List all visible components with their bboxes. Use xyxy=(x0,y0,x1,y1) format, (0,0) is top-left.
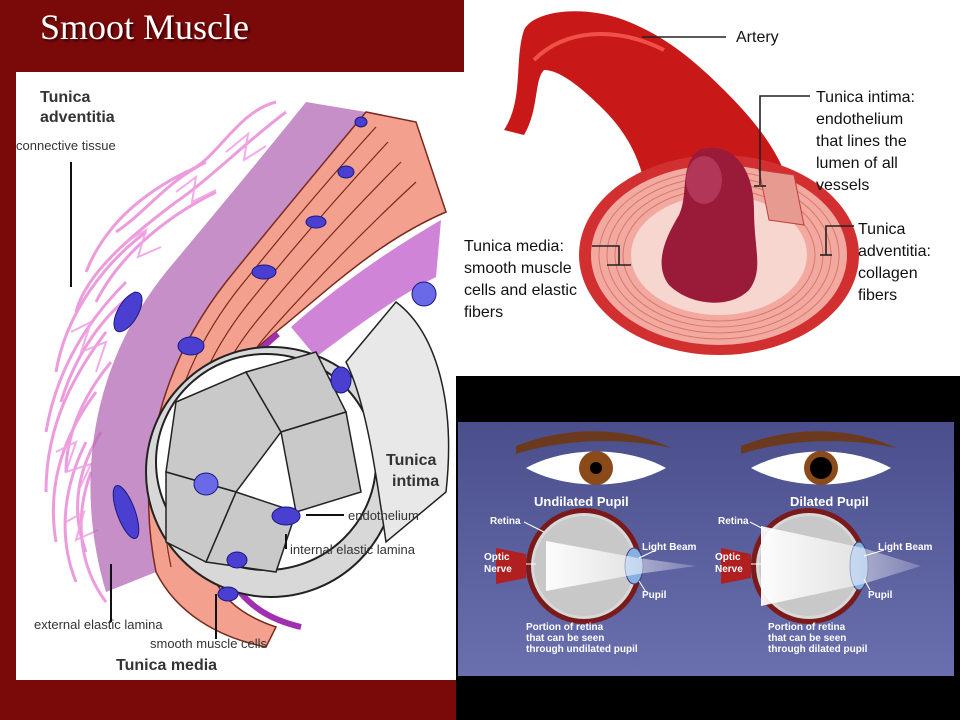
undilated-eye-section xyxy=(496,508,696,624)
label-pupil-left: Pupil xyxy=(642,590,667,601)
label-artery-intima-5: vessels xyxy=(816,177,869,194)
slide-title: Smoot Muscle xyxy=(40,7,250,47)
label-optic-nerve-left-2: Nerve xyxy=(484,564,512,575)
label-smooth-muscle-cells: smooth muscle cells xyxy=(150,636,268,651)
artery-lumen xyxy=(661,148,758,303)
label-tunica-adventitia-1: Tunica xyxy=(40,89,90,106)
label-artery-media-3: cells and elastic xyxy=(464,282,577,299)
artery-illustration: Artery Tunica intima: endothelium that l… xyxy=(464,11,931,355)
label-portion-dilated-1: Portion of retina xyxy=(768,622,846,633)
eye-pupil-diagram: Undilated Pupil Dilated Pupil Retina Ret… xyxy=(456,376,960,720)
label-tunica-intima-1: Tunica xyxy=(386,452,436,469)
label-portion-undilated-1: Portion of retina xyxy=(526,622,604,633)
label-artery-adventitia-3: collagen xyxy=(858,265,918,282)
label-tunica-media: Tunica media xyxy=(116,657,217,674)
label-connective-tissue: connective tissue xyxy=(16,138,116,153)
label-artery-media-4: fibers xyxy=(464,304,503,321)
label-artery-adventitia-4: fibers xyxy=(858,287,897,304)
label-artery-adventitia-1: Tunica xyxy=(858,221,906,238)
dilated-eye-exterior xyxy=(741,431,896,485)
label-external-elastic-lamina: external elastic lamina xyxy=(34,617,163,632)
undilated-eye-exterior xyxy=(516,431,671,485)
adventitia-band xyxy=(90,102,366,592)
tunica-media-layer xyxy=(147,111,447,648)
label-optic-nerve-right-1: Optic xyxy=(715,552,741,563)
artery-diagram: Artery Tunica intima: endothelium that l… xyxy=(464,0,960,376)
label-portion-undilated-3: through undilated pupil xyxy=(526,644,638,655)
label-tunica-adventitia-2: adventitia xyxy=(40,109,115,126)
vessel-wall-diagram: Tunica adventitia connective tissue Tuni… xyxy=(16,72,464,680)
label-internal-elastic-lamina: internal elastic lamina xyxy=(290,542,416,557)
label-artery-intima-1: Tunica intima: xyxy=(816,89,915,106)
label-undilated-pupil: Undilated Pupil xyxy=(534,494,629,509)
label-artery-media-1: Tunica media: xyxy=(464,238,564,255)
label-artery: Artery xyxy=(736,29,779,46)
vessel-wall-illustration: Tunica adventitia connective tissue Tuni… xyxy=(16,89,450,674)
label-tunica-intima-2: intima xyxy=(392,473,439,490)
label-light-beam-right: Light Beam xyxy=(878,542,933,553)
label-retina-left: Retina xyxy=(490,516,521,527)
label-artery-intima-2: endothelium xyxy=(816,111,903,128)
label-artery-media-2: smooth muscle xyxy=(464,260,572,277)
label-portion-dilated-2: that can be seen xyxy=(768,633,846,644)
label-endothelium: endothelium xyxy=(348,508,419,523)
label-artery-intima-3: that lines the xyxy=(816,133,907,150)
endothelial-cells xyxy=(165,351,362,573)
label-portion-dilated-3: through dilated pupil xyxy=(768,644,868,655)
eye-pupil-illustration: Undilated Pupil Dilated Pupil Retina Ret… xyxy=(458,422,954,676)
label-retina-right: Retina xyxy=(718,516,749,527)
label-artery-adventitia-2: adventitia: xyxy=(858,243,931,260)
label-dilated-pupil: Dilated Pupil xyxy=(790,494,869,509)
label-light-beam-left: Light Beam xyxy=(642,542,697,553)
label-portion-undilated-2: that can be seen xyxy=(526,633,604,644)
label-optic-nerve-left-1: Optic xyxy=(484,552,510,563)
label-pupil-right: Pupil xyxy=(868,590,893,601)
label-artery-intima-4: lumen of all xyxy=(816,155,898,172)
dilated-eye-section xyxy=(721,508,921,624)
label-optic-nerve-right-2: Nerve xyxy=(715,564,743,575)
cell-nuclei xyxy=(112,116,437,602)
